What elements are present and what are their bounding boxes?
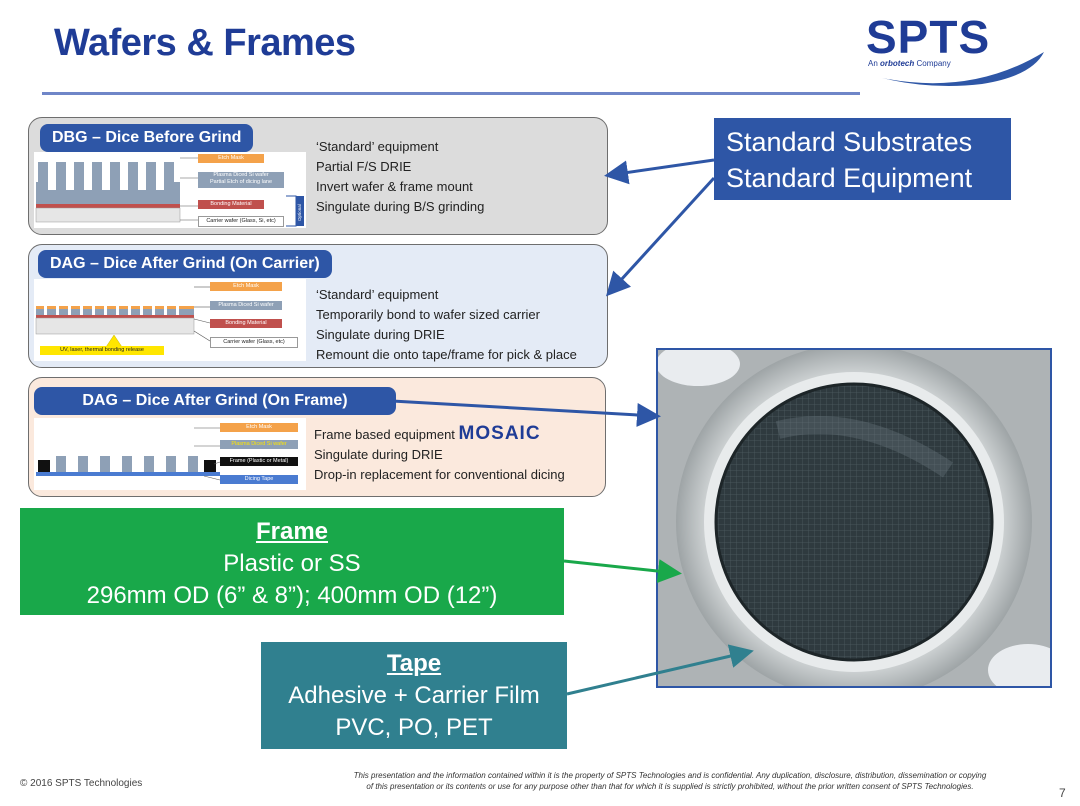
tape-heading: Tape [386,650,442,677]
arrow-frame-to-photo [563,559,682,584]
arrow-tape-to-photo [566,644,754,696]
page-title: Wafers & Frames [54,22,356,64]
dag-frame-tape-label: Dicing Tape [220,475,298,484]
dag-carrier-bonding-label: Bonding Material [210,319,282,328]
dag-frame-frame-label: Frame (Plastic or Metal) [220,457,298,466]
dag-carrier-carrier-label: Carrier wafer (Glass, etc) [210,337,298,348]
dag-carrier-release-label: UV, laser, thermal bonding release [40,346,164,355]
dag-carrier-bullets: ‘Standard’ equipment Temporarily bond to… [316,285,577,365]
dbg-carrier-label: Carrier wafer (Glass, Si, etc) [198,216,284,227]
list-item: Invert wafer & frame mount [316,179,473,194]
wafer-on-frame-image [658,350,1050,686]
dag-carrier-wafer-label: Plasma Diced Si wafer [210,301,282,310]
dag-frame-wafer-label: Plasma Diced Si wafer [220,440,298,449]
spts-logo: SPTS An orbotech Company [862,11,1052,88]
frame-line-2: 296mm OD (6” & 8”); 400mm OD (12”) [86,582,498,609]
arrow-to-dbg [604,158,715,185]
list-item: Temporarily bond to wafer sized carrier [316,307,540,322]
list-item: Drop-in replacement for conventional dic… [314,467,565,482]
standard-substrates-box: Standard Substrates Standard Equipment [714,118,1011,200]
tape-info-box: Tape Adhesive + Carrier Film PVC, PO, PE… [261,642,567,749]
panel-dbg-tab: DBG – Dice Before Grind [40,124,254,152]
list-item: ‘Standard’ equipment [316,139,439,154]
dag-carrier-etch-mask-label: Etch Mask [210,282,282,291]
list-item: Remount die onto tape/frame for pick & p… [316,347,577,362]
title-divider [42,92,860,95]
logo-subtitle: An orbotech Company [868,59,951,68]
page-number: 7 [1059,786,1066,800]
mosaic-brand: MOSAIC [458,423,541,444]
standard-line-2: Standard Equipment [726,163,973,193]
list-item: Singulate during DRIE [314,447,443,462]
tape-line-1: Adhesive + Carrier Film [288,682,540,709]
tape-line-2: PVC, PO, PET [335,714,493,741]
list-item: Singulate during B/S grinding [316,199,485,214]
dag-frame-bullets: Frame based equipment MOSAIC Singulate d… [314,424,565,485]
frame-info-box: Frame Plastic or SS 296mm OD (6” & 8”); … [20,508,564,615]
dag-carrier-diagram: Etch Mask Plasma Diced Si wafer Bonding … [34,279,306,361]
frame-line-1: Plastic or SS [223,550,361,577]
dbg-bonding-label: Bonding Material [198,200,264,209]
arrow-to-dag-carrier [605,176,716,297]
logo-brand: SPTS [866,11,991,63]
confidentiality-note: This presentation and the information co… [353,771,987,791]
copyright: © 2016 SPTS Technologies [20,778,143,789]
list-item: Partial F/S DRIE [316,159,412,174]
list-item: Frame based equipment MOSAIC [314,423,541,444]
logo-swoosh-icon [882,52,1044,86]
frame-heading: Frame [255,518,329,545]
dbg-diagram-graphic [35,157,304,227]
dbg-etch-mask-label: Etch Mask [198,154,264,163]
list-item: Singulate during DRIE [316,327,445,342]
panel-dag-carrier-tab: DAG – Dice After Grind (On Carrier) [38,250,332,278]
arrow-to-photo [391,399,661,427]
panel-dag-frame-tab: DAG – Dice After Grind (On Frame) [34,387,396,415]
standard-line-1: Standard Substrates [726,127,973,157]
dbg-bullets: ‘Standard’ equipment Partial F/S DRIE In… [316,137,484,217]
list-item: ‘Standard’ equipment [316,287,439,302]
dag-frame-diagram-graphic [36,427,221,481]
dag-frame-etch-mask-label: Etch Mask [220,423,298,432]
dag-frame-diagram: Etch Mask Plasma Diced Si wafer Frame (P… [34,418,306,490]
wafer-frame-photo [656,348,1052,688]
